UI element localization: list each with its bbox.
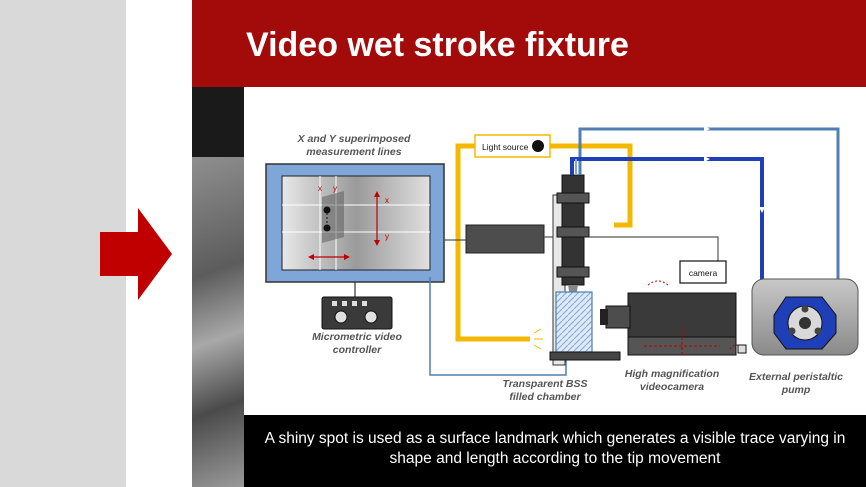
controller-button-2 [342, 301, 347, 306]
flow-arrow-mid [704, 156, 710, 162]
camera-label-box [679, 260, 727, 284]
fiber-to-chamber [455, 143, 530, 342]
light-ray-1 [533, 328, 542, 334]
light-ray-3 [533, 344, 542, 350]
pump-roller-2 [814, 327, 822, 335]
label-chamber-line2: filled chamber [509, 391, 581, 403]
label-pump-line1: External peristaltic [749, 371, 843, 383]
controller-knob-left [334, 310, 348, 324]
label-chamber-line1: Transparent BSS [503, 378, 588, 390]
pump-rotor-hub [799, 317, 811, 329]
caption-text: A shiny spot is used as a surface landma… [264, 430, 846, 467]
slide-title: Video wet stroke fixture [246, 26, 629, 64]
caption-bar: A shiny spot is used as a surface landma… [244, 415, 866, 487]
stroke-driver-box [465, 224, 545, 254]
pump-roller-1 [801, 305, 809, 313]
camera-lens-front [600, 309, 608, 325]
label-measurement-line2: measurement lines [306, 146, 401, 158]
y-arrow-head-down [374, 240, 380, 246]
rotation-arrow-top [647, 280, 669, 286]
arrow-label-y: y [385, 232, 389, 241]
red-arrow-icon [100, 208, 172, 300]
screen-label-x: x [318, 184, 322, 193]
monitor-screen [281, 175, 431, 271]
label-measurement-line1: X and Y superimposed [297, 133, 411, 145]
probe-tip-shadow [322, 191, 344, 243]
controller-knob-right [364, 310, 378, 324]
camera-body [627, 292, 737, 338]
y-arrow-head-up [374, 191, 380, 197]
landmark-dot-bottom [323, 224, 331, 232]
label-controller-line2: controller [333, 344, 382, 356]
flow-arrow-right [759, 207, 765, 213]
arrow-label-x: x [385, 196, 389, 205]
controller-button-1 [332, 301, 337, 306]
label-camera-line1: High magnification [625, 368, 720, 380]
label-controller-line1: Micrometric video [312, 331, 402, 343]
flow-arrow-top [704, 126, 710, 132]
side-photo [192, 87, 244, 487]
pump-roller-3 [788, 327, 796, 335]
side-photo-texture [192, 157, 244, 487]
screen-label-y: y [333, 184, 337, 193]
tube-inner [570, 157, 774, 301]
driver-to-camera-cable [589, 236, 719, 261]
controller-button-3 [352, 301, 357, 306]
transparent-chamber [555, 291, 593, 353]
probe-clamp-top [556, 192, 590, 204]
camera-label: camera [689, 268, 718, 278]
fixture-diagram: X and Y superimposed measurement lines x… [244, 87, 866, 415]
title-bar [192, 0, 866, 87]
label-pump-line2: pump [781, 384, 811, 396]
probe-clamp-mid [556, 226, 590, 238]
light-source-label: Light source [482, 142, 529, 152]
fiber-to-camera-top [550, 143, 633, 228]
video-cable [429, 277, 567, 376]
probe-clamp-bottom [556, 266, 590, 278]
camera-knob [737, 344, 747, 354]
controller-button-4 [362, 301, 367, 306]
label-camera-line2: videocamera [640, 381, 704, 393]
x-arrow-head-left [308, 254, 314, 260]
chamber-base [549, 351, 621, 361]
landmark-dot-top [323, 206, 331, 214]
light-source-lamp [532, 140, 544, 152]
x-arrow-head-right [344, 254, 350, 260]
camera-lens [605, 305, 631, 329]
